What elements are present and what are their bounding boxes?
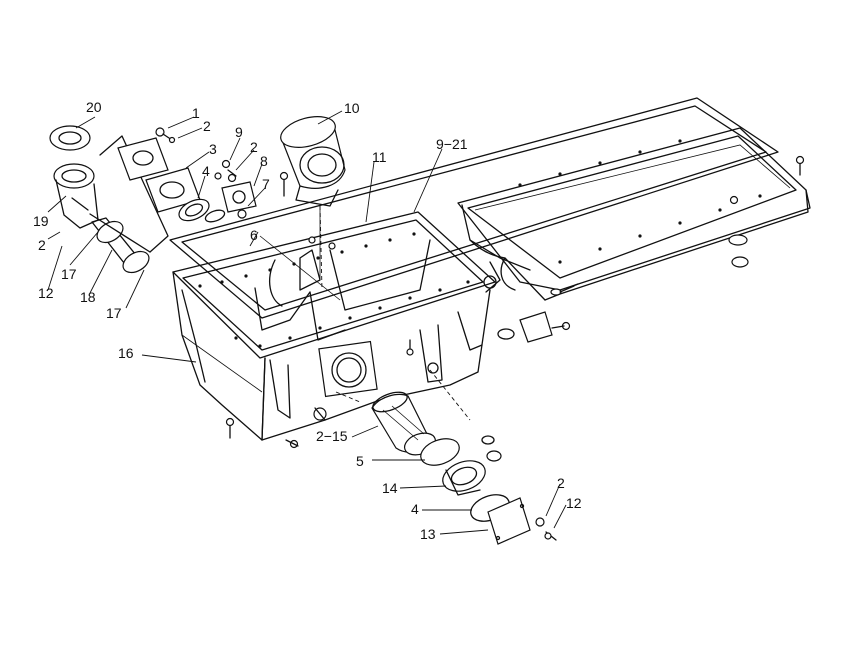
callout-4: 4: [411, 501, 419, 517]
callout-12: 12: [38, 285, 54, 301]
seal-7: [237, 209, 247, 219]
elbow-flange-19: [53, 163, 95, 189]
callout-14: 14: [382, 480, 398, 496]
callout-2: 2: [203, 118, 211, 134]
inlet-flange-group: [49, 125, 257, 274]
callout-labels: 20 1 2 9 2 3 8 10 4 7 11 9−21 6 19 2 17 …: [33, 99, 582, 542]
flange-bolt-holes: [198, 139, 762, 348]
callout-2-15: 2−15: [316, 428, 348, 444]
seal-ring-5: [420, 438, 460, 466]
square-flange-8: [221, 181, 257, 213]
callout-12: 12: [566, 495, 582, 511]
callout-6: 6: [250, 227, 258, 243]
cover-plate-13: [487, 497, 531, 545]
elbow-10: [280, 116, 346, 291]
callout-11: 11: [372, 149, 387, 165]
callout-8: 8: [260, 153, 268, 169]
callout-2: 2: [557, 475, 565, 491]
callout-4: 4: [202, 163, 210, 179]
callout-1: 1: [192, 105, 200, 121]
callout-20: 20: [86, 99, 102, 115]
callout-2: 2: [250, 139, 258, 155]
ring-20: [49, 125, 91, 151]
callout-2: 2: [38, 237, 46, 253]
flange-plate-3: [117, 137, 169, 181]
rear-oil-pan-extension: [457, 127, 811, 301]
small-hardware-group: [214, 155, 805, 462]
callout-5: 5: [356, 453, 364, 469]
callout-10: 10: [344, 100, 360, 116]
callout-3: 3: [209, 141, 217, 157]
callout-13: 13: [420, 526, 436, 542]
callout-16: 16: [118, 345, 134, 361]
callout-9-21: 9−21: [436, 136, 468, 152]
leader-lines: [47, 110, 567, 535]
strainer-assembly: [335, 369, 557, 545]
callout-19: 19: [33, 213, 49, 229]
callout-7: 7: [262, 176, 270, 192]
callout-17: 17: [106, 305, 122, 321]
callout-17: 17: [61, 266, 77, 282]
main-sump-housing: [172, 139, 762, 441]
callout-9: 9: [235, 124, 243, 140]
callout-18: 18: [80, 289, 96, 305]
flange-14: [442, 460, 486, 492]
